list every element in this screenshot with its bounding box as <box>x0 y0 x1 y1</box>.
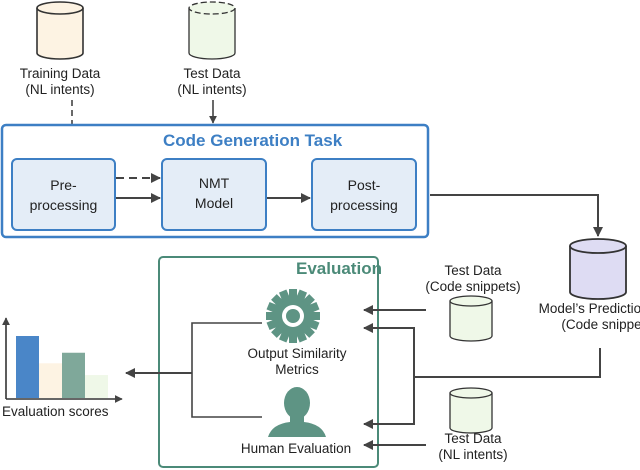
postprocessing-line1: Post- <box>347 177 381 193</box>
preprocessing-box <box>11 158 116 231</box>
predictions-to-metrics-arrow <box>363 323 415 377</box>
training-data-line2: (NL intents) <box>25 82 95 97</box>
evaluation-scores-label: Evaluation scores <box>2 404 109 419</box>
evaluation-container <box>158 256 379 468</box>
score-bar-4 <box>85 375 108 398</box>
test-data-nl-label: Test Data (NL intents) <box>162 66 262 98</box>
postprocessing-line2: processing <box>330 197 398 213</box>
test-data-code-label: Test Data (Code snippets) <box>418 263 528 295</box>
postprocessing-label: Post- processing <box>312 175 416 215</box>
model-predictions-cylinder-icon <box>569 238 627 300</box>
nmt-model-line2: Model <box>194 195 234 211</box>
training-data-line1: Training Data <box>19 66 101 81</box>
test-data-nl-eval-label: Test Data (NL intents) <box>418 431 528 463</box>
model-predictions-label: Model’s Predictions (Code snippets) <box>507 301 640 333</box>
test-data-nl-eval-cylinder-icon <box>449 387 493 434</box>
task-to-predictions-arrow <box>430 194 603 237</box>
score-bar-3 <box>62 352 85 398</box>
metrics-label: Output Similarity Metrics <box>232 346 362 378</box>
postprocessing-box <box>311 158 417 231</box>
metrics-line2: Metrics <box>275 362 319 377</box>
gear-icon <box>266 289 320 343</box>
test-data-code-line2: (Code snippets) <box>425 279 521 294</box>
metrics-line1: Output Similarity <box>247 346 347 361</box>
predictions-to-eval-connector <box>414 348 601 378</box>
human-evaluation-label: Human Evaluation <box>240 441 352 456</box>
model-predictions-line2: (Code snippets) <box>561 317 640 332</box>
preprocessing-line1: Pre- <box>50 177 77 193</box>
metrics-branch-line <box>191 322 262 418</box>
nmt-model-box <box>161 158 267 231</box>
test-data-code-line1: Test Data <box>444 263 502 278</box>
evaluation-title: Evaluation <box>296 259 382 278</box>
test-data-nl-eval-line2: (NL intents) <box>438 447 508 462</box>
test-data-nl-eval-line1: Test Data <box>444 431 502 446</box>
code-generation-task-title: Code Generation Task <box>163 131 343 150</box>
person-icon <box>268 387 326 437</box>
preprocessing-line2: processing <box>29 197 98 213</box>
test-data-code-cylinder-icon <box>449 295 493 342</box>
nmt-model-line1: NMT <box>198 175 230 191</box>
nmt-model-label: NMT Model <box>162 173 266 213</box>
score-bar-1 <box>16 336 39 398</box>
training-data-cylinder-icon <box>36 1 84 60</box>
predictions-to-human-arrow <box>363 377 415 429</box>
scores-chart <box>2 317 123 403</box>
test-data-nl-cylinder-icon <box>188 1 236 60</box>
preprocessing-label: Pre- processing <box>12 175 115 215</box>
test-data-nl-line1: Test Data <box>183 66 241 81</box>
test-data-nl-line2: (NL intents) <box>177 82 247 97</box>
score-bar-2 <box>39 363 62 398</box>
model-predictions-line1: Model’s Predictions <box>538 301 640 316</box>
training-data-label: Training Data (NL intents) <box>10 66 110 98</box>
